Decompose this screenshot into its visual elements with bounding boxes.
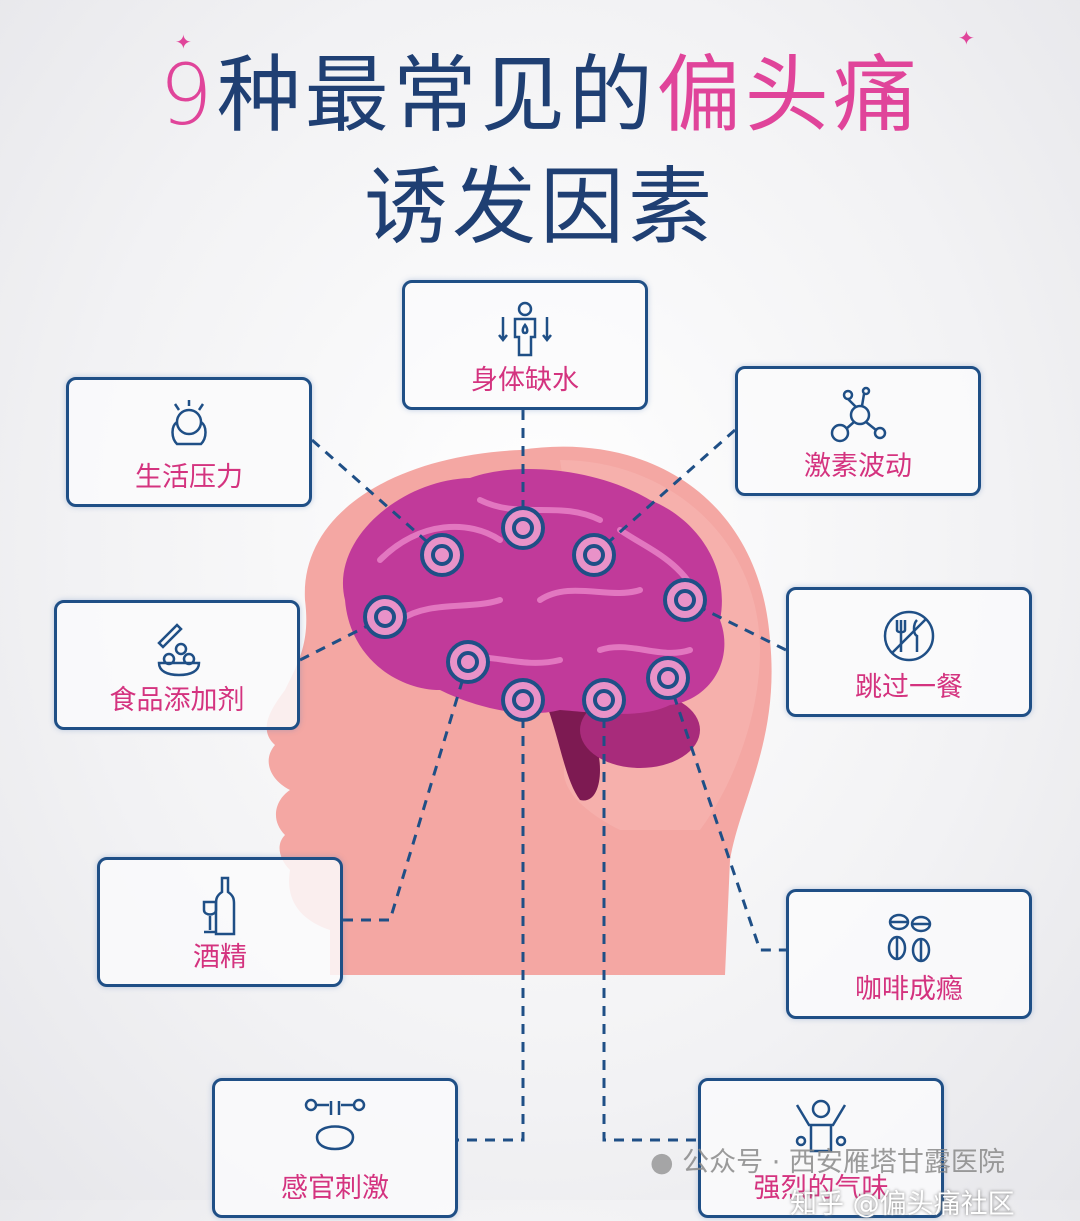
dehydration-icon	[498, 301, 552, 357]
factor-label: 感官刺激	[281, 1173, 389, 1204]
target-marker	[363, 595, 407, 639]
watermark-text: 公众号 · 西安雁塔甘露医院	[682, 1147, 1005, 1178]
coffee-beans-icon	[887, 913, 932, 963]
food-additive-icon	[157, 623, 201, 677]
factor-label: 跳过一餐	[855, 672, 963, 703]
trigger-targets	[363, 506, 707, 722]
factor-stress: 生活压力	[66, 377, 312, 507]
factor-dehydration: 身体缺水	[402, 280, 648, 410]
factor-alcohol: 酒精	[97, 857, 343, 987]
target-marker	[501, 678, 545, 722]
target-marker	[663, 578, 707, 622]
factor-skip-meal: 跳过一餐	[786, 587, 1032, 717]
no-meal-icon	[883, 610, 935, 662]
factor-hormone: 激素波动	[735, 366, 981, 496]
target-marker	[582, 678, 626, 722]
title-line-2: 诱发因素	[363, 158, 716, 256]
factor-label: 食品添加剂	[109, 685, 245, 716]
odor-person-icon	[795, 1099, 847, 1153]
factor-label: 生活压力	[135, 462, 243, 493]
target-marker	[572, 533, 616, 577]
target-marker	[420, 533, 464, 577]
factor-food-additive: 食品添加剂	[54, 600, 300, 730]
hormone-molecule-icon	[830, 386, 887, 443]
factor-sensory: 感官刺激	[212, 1078, 458, 1218]
target-marker	[501, 506, 545, 550]
factor-label: 咖啡成瘾	[855, 974, 963, 1005]
wine-bottle-icon	[202, 876, 236, 936]
target-marker	[646, 656, 690, 700]
wechat-icon: ●	[650, 1147, 674, 1178]
watermark: ● 公众号 · 西安雁塔甘露医院	[650, 1140, 1005, 1179]
factor-label: 激素波动	[804, 451, 912, 482]
stress-icon	[171, 400, 207, 446]
factor-label: 酒精	[193, 942, 247, 973]
sensory-brain-icon	[304, 1098, 366, 1151]
factor-caffeine: 咖啡成瘾	[786, 889, 1032, 1019]
factor-label: 身体缺水	[471, 365, 579, 396]
watermark-secondary: 知乎 @偏头痛社区	[790, 1189, 1015, 1220]
title-mid: 种最常见的	[216, 46, 657, 144]
title-migraine: 偏头痛	[656, 46, 921, 144]
target-marker	[446, 640, 490, 684]
factor-label: 强烈的气味	[753, 1173, 889, 1204]
title-number: 9	[159, 46, 217, 144]
title-line-1: 9种最常见的偏头痛	[0, 28, 1080, 149]
